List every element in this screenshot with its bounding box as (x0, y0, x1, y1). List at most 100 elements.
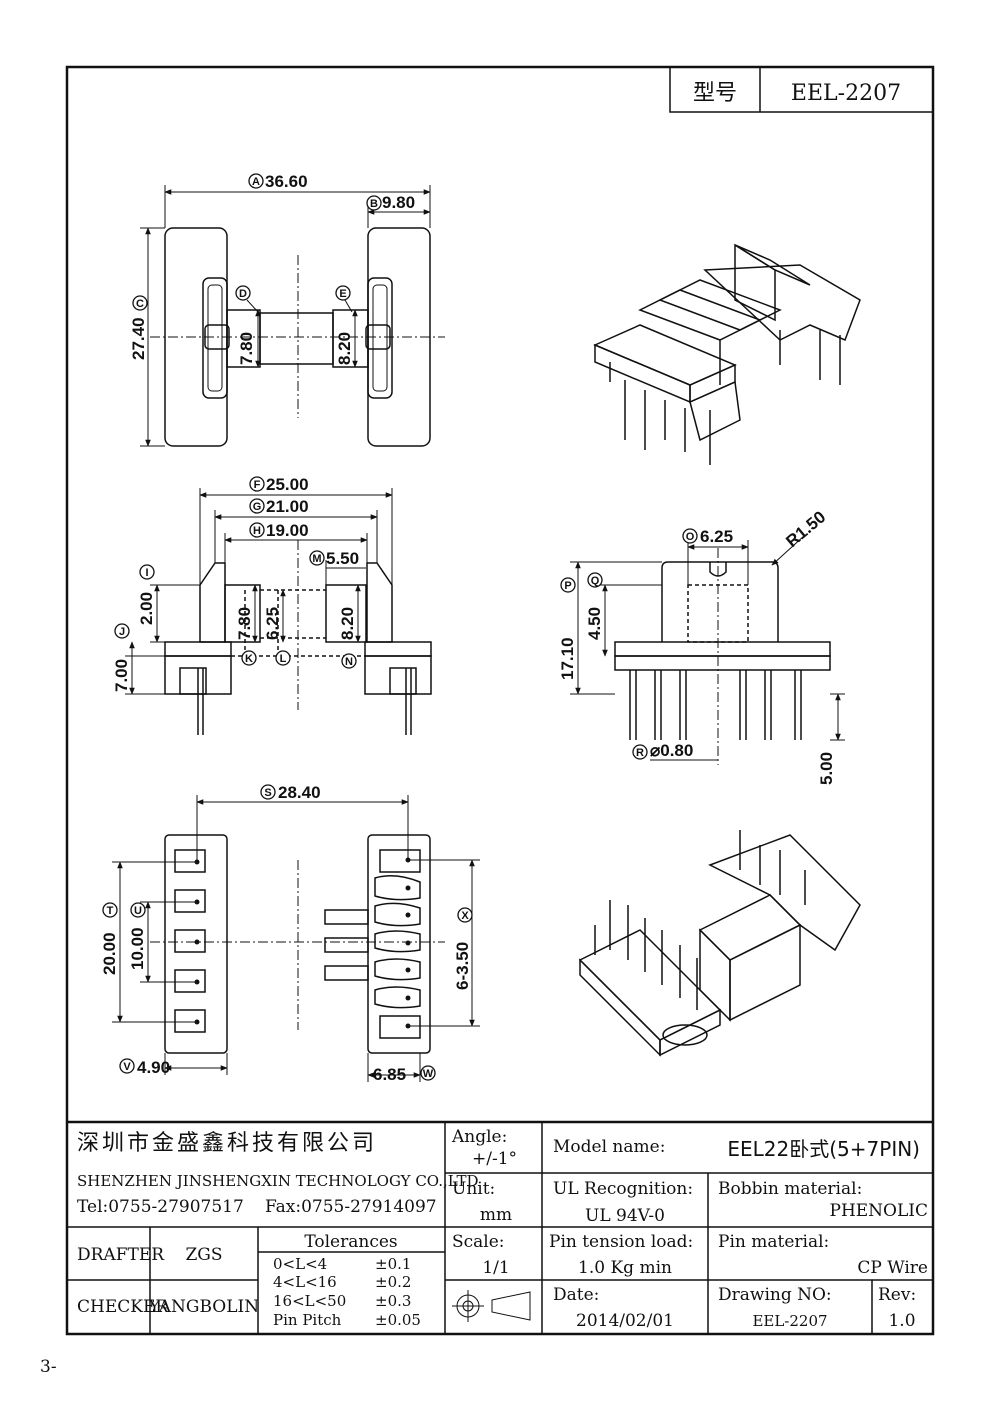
svg-text:H: H (253, 525, 261, 537)
scale-label: Scale: (452, 1232, 505, 1252)
tol-range-0: 0<L<4 (273, 1255, 327, 1273)
checker-label: CHECKER (77, 1297, 169, 1317)
svg-text:Q: Q (591, 575, 600, 587)
dim-radius: R1.50 (782, 507, 829, 551)
drafter-name: ZGS (185, 1245, 222, 1265)
dim-X: 6-3.50 (453, 942, 472, 990)
pin-tension-value: 1.0 Kg min (578, 1258, 672, 1278)
svg-text:P: P (564, 580, 571, 592)
svg-text:K: K (245, 653, 253, 665)
fax: Fax:0755-27914097 (265, 1197, 437, 1217)
dim-F: 25.00 (266, 475, 309, 494)
pin-tension-label: Pin tension load: (549, 1232, 693, 1252)
dim-M: 5.50 (326, 549, 359, 568)
svg-text:V: V (123, 1061, 131, 1073)
front-view (125, 488, 432, 735)
scale-value: 1/1 (482, 1258, 509, 1278)
svg-text:S: S (264, 787, 271, 799)
ref-G: G (249, 498, 265, 514)
svg-text:B: B (370, 198, 378, 210)
ref-B: B (366, 195, 382, 211)
svg-text:J: J (119, 626, 125, 638)
dim-K: 7.80 (235, 607, 254, 640)
svg-text:G: G (253, 501, 262, 513)
pin-material-value: CP Wire (857, 1258, 928, 1278)
projection-symbol (452, 1290, 531, 1322)
dim-E: 8.20 (335, 332, 354, 365)
model-label: 型号 (693, 81, 737, 106)
dim-S: 28.40 (278, 783, 321, 802)
top-view (140, 185, 445, 447)
tol-range-2: 16<L<50 (273, 1292, 346, 1310)
ref-T: T (102, 902, 118, 918)
tol-value-1: ±0.2 (375, 1273, 411, 1291)
date-label: Date: (553, 1285, 599, 1305)
svg-text:N: N (345, 656, 353, 668)
svg-text:O: O (686, 531, 695, 543)
svg-text:U: U (134, 905, 142, 917)
checker-name: YANGBOLIN (148, 1297, 259, 1317)
svg-text:M: M (312, 553, 321, 565)
dim-Q: 4.50 (585, 607, 604, 640)
company-cn: 深圳市金盛鑫科技有限公司 (77, 1131, 377, 1156)
svg-text:X: X (461, 910, 469, 922)
svg-text:C: C (136, 298, 144, 310)
drafter-label: DRAFTER (77, 1245, 165, 1265)
drawing-no-label: Drawing NO: (718, 1285, 832, 1305)
drawing-border (65, 65, 935, 1336)
svg-text:L: L (280, 653, 287, 665)
dimension-labels: 36.60 9.80 27.40 7.80 8.20 25.00 21.00 1… (100, 172, 836, 1084)
dim-pin-length: 5.00 (817, 752, 836, 785)
bottom-view (112, 795, 480, 1082)
dim-D: 7.80 (237, 332, 256, 365)
bobbin-value: PHENOLIC (830, 1201, 929, 1221)
dim-B: 9.80 (382, 193, 415, 212)
ref-D: D (235, 285, 251, 301)
ref-E: E (335, 285, 351, 301)
svg-text:A: A (252, 176, 260, 188)
ul-value: UL 94V-0 (585, 1206, 665, 1226)
dim-L: 6.25 (263, 607, 282, 640)
angle-value: +/-1° (472, 1149, 517, 1169)
dim-A: 36.60 (265, 172, 308, 191)
dim-U: 10.00 (128, 927, 147, 970)
tol-range-1: 4<L<16 (273, 1273, 337, 1291)
tol-range-3: Pin Pitch (273, 1311, 342, 1329)
iso-view-top (593, 243, 861, 465)
ref-H: H (249, 522, 265, 538)
tolerances-label: Tolerances (304, 1232, 397, 1252)
date-value: 2014/02/01 (576, 1311, 674, 1331)
dim-O: 6.25 (700, 527, 733, 546)
ref-P: P (560, 577, 576, 593)
ref-W: W (420, 1065, 436, 1081)
dim-P: 17.10 (558, 637, 577, 680)
drawing-no-value: EEL-2207 (752, 1312, 827, 1330)
dim-N: 8.20 (338, 607, 357, 640)
svg-text:D: D (239, 288, 247, 300)
dim-R: ⌀0.80 (650, 741, 693, 760)
title-block: 深圳市金盛鑫科技有限公司 SHENZHEN JINSHENGXIN TECHNO… (67, 1120, 933, 1334)
ref-C: C (132, 295, 148, 311)
svg-text:R: R (636, 747, 644, 759)
model-header: 型号 EEL-2207 (669, 66, 934, 113)
ref-U: U (130, 902, 146, 918)
dim-J: 7.00 (112, 659, 131, 692)
angle-label: Angle: (451, 1127, 507, 1147)
ref-L: L (275, 650, 291, 666)
pin-material-label: Pin material: (718, 1232, 829, 1252)
ref-M: M (309, 550, 325, 566)
ref-F: F (249, 476, 265, 492)
dim-T: 20.00 (100, 932, 119, 975)
tol-value-0: ±0.1 (375, 1255, 411, 1273)
svg-text:E: E (339, 288, 346, 300)
model-name-label: Model name: (553, 1137, 665, 1157)
unit-value: mm (480, 1205, 512, 1225)
side-view (570, 534, 845, 765)
bobbin-label: Bobbin material: (718, 1179, 862, 1199)
svg-text:F: F (254, 479, 261, 491)
reference-letters: A B C D E F G H I J K L M N O P Q R S T … (102, 173, 698, 1081)
rev-label: Rev: (878, 1285, 916, 1305)
ref-A: A (248, 173, 264, 189)
ref-X: X (457, 907, 473, 923)
